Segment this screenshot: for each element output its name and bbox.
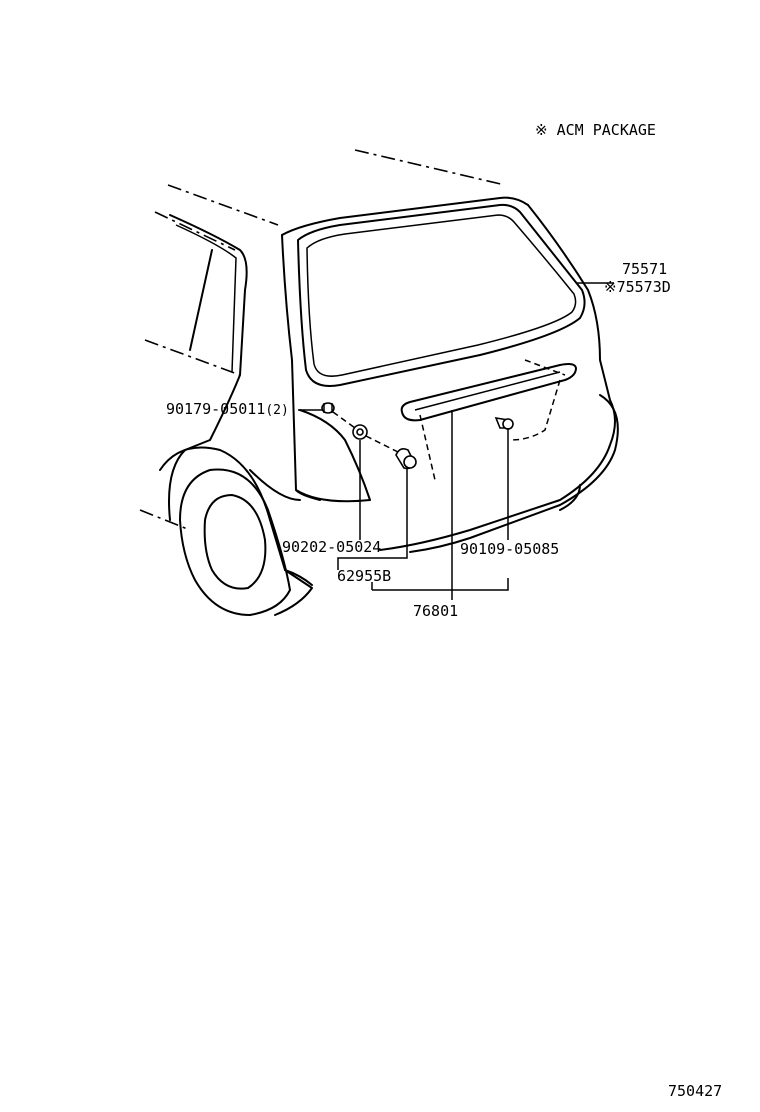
part-label-75573d[interactable]: ※75573D — [604, 278, 671, 296]
diagram-code: 750427 — [668, 1082, 723, 1100]
part-label-90202[interactable]: 90202-05024 — [282, 538, 382, 556]
part-label-76801[interactable]: 76801 — [413, 602, 459, 620]
part-qty-90179: (2) — [265, 403, 289, 418]
part-label-75571[interactable]: 75571 — [622, 260, 668, 278]
part-label-62955b[interactable]: 62955B — [337, 567, 392, 585]
nut-90179 — [321, 402, 335, 414]
note-text: ACM PACKAGE — [556, 121, 656, 139]
screw-90109 — [494, 416, 514, 430]
acm-package-note: ※ ACM PACKAGE — [535, 123, 656, 138]
washer-90202 — [352, 424, 368, 440]
grommet-62955b — [395, 448, 417, 470]
part-number-90179: 90179-05011 — [166, 400, 266, 418]
leader-lines — [298, 282, 614, 600]
body-outline — [139, 149, 619, 616]
note-symbol: ※ — [535, 121, 548, 139]
part-label-90109[interactable]: 90109-05085 — [460, 540, 560, 558]
high-mount-stop-lamp — [400, 363, 577, 422]
part-label-90179[interactable]: 90179-05011(2) — [166, 400, 289, 418]
